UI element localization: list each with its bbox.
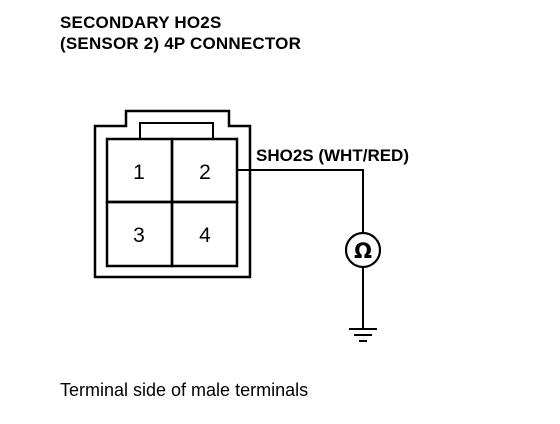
diagram-title: SECONDARY HO2S (SENSOR 2) 4P CONNECTOR	[60, 12, 301, 54]
title-line-2: (SENSOR 2) 4P CONNECTOR	[60, 34, 302, 53]
terminal-label-2: 2	[199, 161, 211, 184]
ohm-symbol: Ω	[354, 239, 372, 263]
terminal-label-4: 4	[199, 224, 211, 247]
terminal-label-3: 3	[133, 224, 145, 247]
connector-lock-tab	[139, 122, 214, 139]
ground-icon	[349, 328, 377, 342]
terminal-label-1: 1	[133, 161, 145, 184]
diagram-caption: Terminal side of male terminals	[60, 380, 309, 400]
terminal-cell-4	[170, 200, 239, 268]
sho2s-wire	[237, 169, 364, 233]
title-line-1: SECONDARY HO2S	[60, 13, 222, 32]
ohmmeter-icon: Ω	[344, 231, 382, 269]
connector-housing	[93, 109, 252, 279]
wire-label: SHO2S (WHT/RED)	[256, 146, 409, 165]
